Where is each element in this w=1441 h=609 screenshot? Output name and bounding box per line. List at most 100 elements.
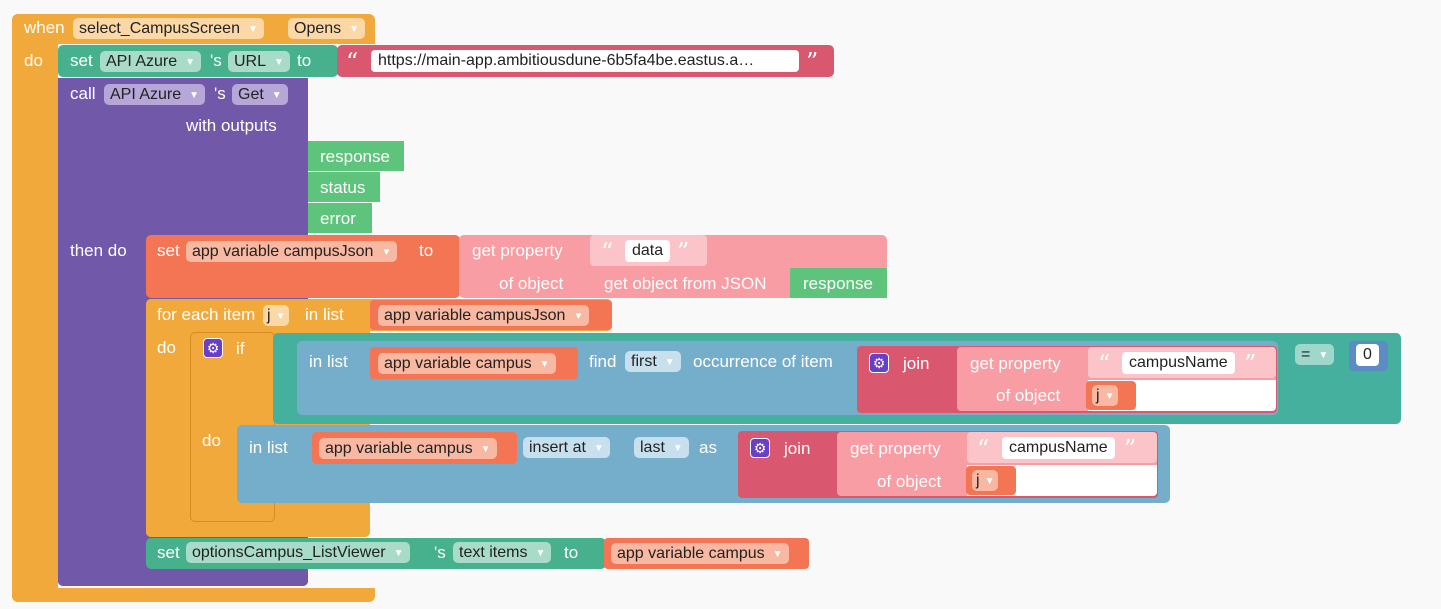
chevron-down-icon: ▼	[984, 476, 995, 487]
campus-getter-dropdown[interactable]: app variable campus ▼	[378, 353, 556, 374]
url-property-dropdown[interactable]: URL ▼	[228, 51, 290, 72]
then-do-label: then do	[70, 241, 127, 260]
output-error-label: error	[320, 209, 356, 228]
text-items-property-dropdown[interactable]: text items ▼	[453, 542, 552, 563]
insert-at-dropdown[interactable]: insert at ▼	[523, 437, 610, 458]
method-name: Get	[238, 86, 264, 103]
chevron-down-icon: ▼	[271, 90, 282, 101]
listviewer-component-name: optionsCampus_ListViewer	[192, 544, 386, 561]
for-each-do-label: do	[157, 338, 176, 357]
campus-getter-dropdown[interactable]: app variable campus▼	[319, 438, 497, 459]
insert-position: last	[640, 439, 665, 456]
campus-json-getter-name: app variable campusJson	[384, 307, 566, 324]
close-quote-icon: ”	[806, 48, 819, 76]
chevron-down-icon: ▼	[274, 57, 284, 68]
chevron-down-icon: ▼	[772, 549, 783, 560]
chevron-down-icon: ▼	[185, 57, 196, 68]
set-label: set	[157, 241, 180, 260]
chevron-down-icon: ▼	[535, 548, 546, 559]
call-component-name: API Azure	[110, 86, 182, 103]
campus-name-text-field[interactable]: campusName	[1002, 437, 1115, 459]
campus-json-variable-dropdown[interactable]: app variable campusJson▼	[186, 241, 398, 262]
output-error[interactable]	[308, 203, 372, 233]
in-list-label: in list	[249, 438, 288, 457]
chevron-down-icon: ▼	[480, 444, 491, 455]
chevron-down-icon: ▼	[247, 24, 258, 35]
for-each-footer	[146, 523, 370, 537]
chevron-down-icon: ▼	[349, 24, 360, 35]
to-label: to	[419, 241, 434, 260]
text-items-property-name: text items	[459, 544, 528, 561]
data-text-field[interactable]: data	[625, 240, 671, 262]
close-quote-icon: ”	[1244, 350, 1257, 378]
chevron-down-icon: ▼	[593, 443, 604, 454]
possessive-label: 's	[210, 51, 222, 70]
join-label: join	[784, 439, 811, 458]
url-text-field[interactable]: https://main-app.ambitiousdune-6b5fa4be.…	[371, 50, 799, 72]
screen-component-dropdown[interactable]: select_CampusScreen ▼	[73, 18, 264, 39]
j-getter-dropdown[interactable]: j▼	[1092, 385, 1119, 406]
possessive-label: 's	[434, 543, 446, 562]
set-label: set	[157, 543, 180, 562]
chevron-down-icon: ▼	[672, 443, 683, 454]
insert-at-label: insert at	[529, 439, 586, 456]
join-label: join	[903, 354, 930, 373]
event-name-dropdown[interactable]: Opens▼	[288, 18, 366, 39]
gear-icon[interactable]: ⚙	[869, 353, 889, 373]
output-response-label: response	[320, 147, 390, 166]
object-from-json-label: get object from JSON	[604, 274, 767, 293]
campus-json-getter-dropdown[interactable]: app variable campusJson ▼	[378, 305, 590, 326]
if-label: if	[236, 339, 245, 358]
response-getter-block[interactable]	[790, 268, 887, 298]
open-quote-icon: “	[346, 48, 359, 76]
chevron-down-icon: ▼	[1104, 391, 1115, 402]
method-dropdown[interactable]: Get ▼	[232, 84, 288, 105]
of-object-label: of object	[996, 386, 1061, 405]
call-label: call	[70, 84, 96, 103]
chevron-down-icon: ▼	[393, 548, 404, 559]
close-quote-icon: ”	[677, 238, 690, 266]
compare-value-field[interactable]: 0	[1356, 344, 1379, 366]
gear-icon[interactable]: ⚙	[750, 438, 770, 458]
campus-getter-name: app variable campus	[384, 355, 532, 372]
call-get-footer	[58, 572, 308, 586]
event-block-footer	[12, 588, 375, 602]
chevron-down-icon: ▼	[573, 311, 584, 322]
listviewer-component-dropdown[interactable]: optionsCampus_ListViewer ▼	[186, 542, 410, 563]
output-status-label: status	[320, 178, 366, 197]
find-mode-dropdown[interactable]: first▼	[625, 351, 681, 372]
chevron-down-icon: ▼	[275, 311, 286, 322]
output-status[interactable]	[308, 172, 380, 202]
campus-name-text-field[interactable]: campusName	[1122, 352, 1235, 374]
campus-json-variable-name: app variable campusJson	[192, 243, 374, 260]
screen-component-name: select_CampusScreen	[79, 20, 240, 37]
in-list-label: in list	[305, 305, 344, 324]
compare-operator: =	[1301, 346, 1311, 363]
campus-getter-dropdown[interactable]: app variable campus▼	[611, 543, 789, 564]
find-label: find	[589, 352, 617, 371]
when-label: when	[24, 18, 65, 37]
item-variable-dropdown[interactable]: j▼	[263, 305, 290, 326]
j-getter-dropdown[interactable]: j▼	[972, 470, 999, 491]
output-response[interactable]	[308, 141, 404, 171]
url-property-name: URL	[234, 53, 267, 70]
event-block-spine	[12, 14, 58, 602]
compare-operator-dropdown[interactable]: =▼	[1295, 344, 1335, 365]
chevron-down-icon: ▼	[539, 359, 550, 370]
with-outputs-label: with outputs	[186, 116, 277, 135]
call-component-dropdown[interactable]: API Azure ▼	[104, 84, 206, 105]
as-label: as	[699, 438, 717, 457]
api-component-dropdown[interactable]: API Azure▼	[100, 51, 202, 72]
get-property-label: get property	[850, 439, 941, 458]
chevron-down-icon: ▼	[189, 90, 200, 101]
set-label: set	[70, 51, 93, 70]
response-getter-label: response	[803, 274, 873, 293]
gear-icon[interactable]: ⚙	[203, 338, 223, 358]
get-property-label: get property	[970, 354, 1061, 373]
item-variable-name: j	[267, 307, 271, 324]
close-quote-icon: ”	[1124, 435, 1137, 463]
of-object-label: of object	[877, 472, 942, 491]
do-label: do	[24, 51, 43, 70]
chevron-down-icon: ▼	[664, 357, 675, 368]
insert-position-dropdown[interactable]: last ▼	[634, 437, 689, 458]
